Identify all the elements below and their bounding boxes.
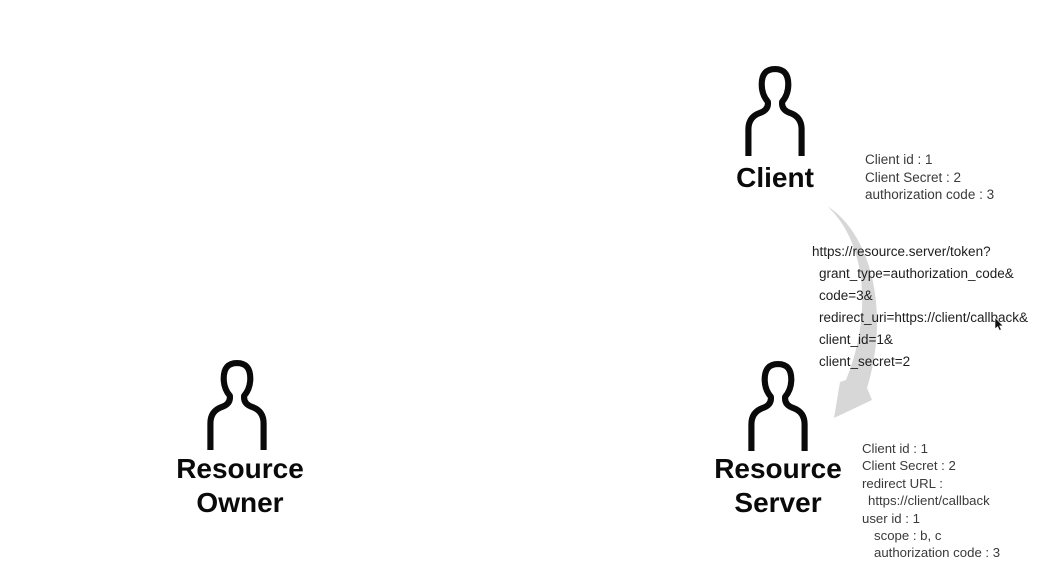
server-info-line: Client Secret : 2 [862, 458, 956, 474]
resource-owner-label: Resource Owner [165, 452, 315, 520]
token-request-line: client_id=1& [819, 332, 893, 347]
resource-server-person-icon [748, 361, 808, 451]
token-request-line: redirect_uri=https://client/callback& [819, 310, 1028, 325]
resource-server-label-line1: Resource [714, 453, 842, 484]
resource-server-label-line2: Server [734, 487, 822, 518]
flow-arrow-icon [827, 206, 878, 418]
token-request-line: client_secret=2 [819, 354, 911, 369]
client-person-icon [745, 66, 805, 156]
token-request-line: code=3& [819, 288, 873, 303]
token-request: https://resource.server/token? grant_typ… [812, 241, 1028, 373]
server-info-line: user id : 1 [862, 510, 920, 526]
token-request-line: grant_type=authorization_code& [819, 266, 1014, 281]
client-info: Client id : 1 Client Secret : 2 authoriz… [865, 151, 994, 204]
server-info-line: Client id : 1 [862, 441, 928, 456]
server-info: Client id : 1 Client Secret : 2 redirect… [862, 440, 1000, 562]
resource-owner-label-line1: Resource [176, 453, 304, 484]
server-info-line: authorization code : 3 [874, 545, 1001, 561]
resource-owner-label-line2: Owner [196, 487, 284, 518]
server-info-line: scope : b, c [874, 528, 942, 544]
server-info-line: https://client/callback [868, 493, 990, 509]
resource-server-label: Resource Server [703, 452, 853, 520]
token-request-line: https://resource.server/token? [812, 244, 991, 259]
client-info-line: Client Secret : 2 [865, 169, 962, 185]
client-info-line: authorization code : 3 [865, 187, 995, 202]
server-info-line: redirect URL : [862, 475, 943, 491]
client-info-line: Client id : 1 [865, 152, 933, 167]
client-label: Client [736, 162, 814, 193]
resource-owner-person-icon [207, 360, 267, 450]
mouse-cursor-icon [994, 317, 1004, 331]
